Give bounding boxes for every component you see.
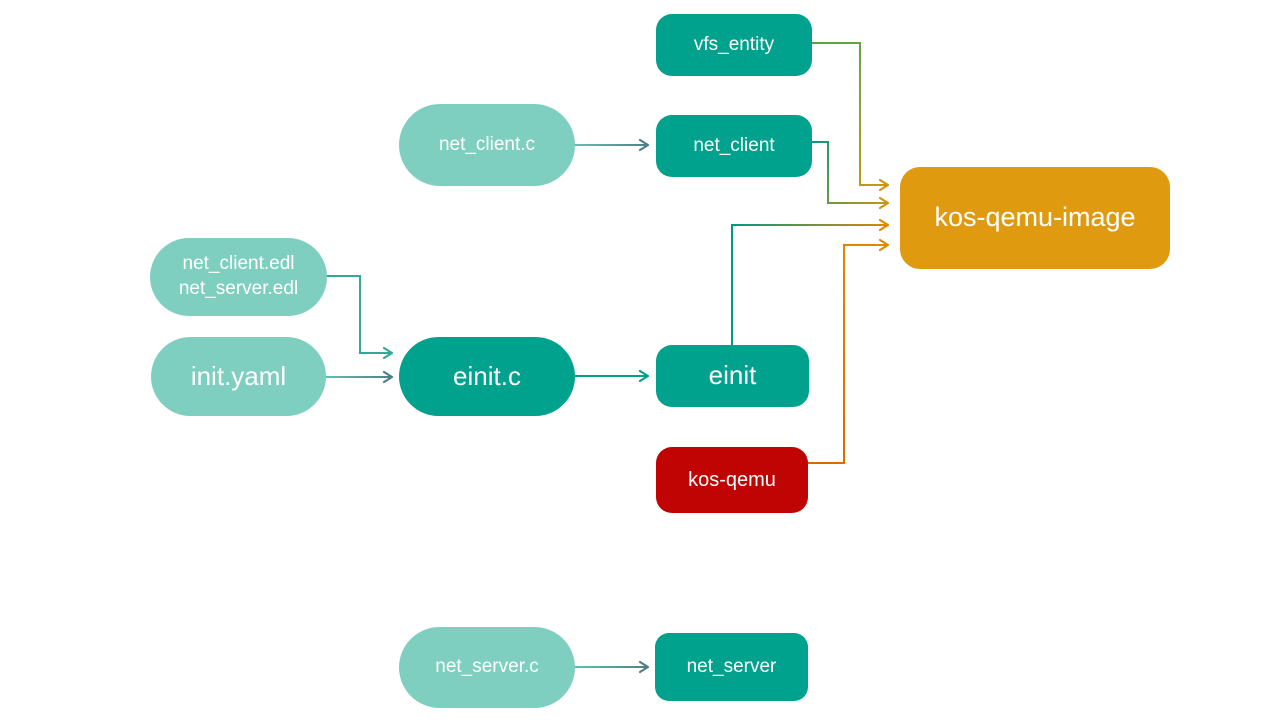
node-label: net_client	[693, 134, 775, 156]
node-net-client-c: net_client.c	[399, 104, 575, 186]
node-label-line1: net_client.edl	[182, 253, 295, 275]
node-net-client: net_client	[656, 115, 812, 177]
edge-edl-to-einit-c	[325, 275, 394, 360]
node-init-yaml: init.yaml	[151, 337, 326, 416]
edge-kos-qemu-to-kos-qemu-image	[806, 238, 890, 464]
node-label: net_client.c	[438, 133, 536, 155]
node-einit: einit	[656, 345, 809, 407]
node-label: kos-qemu	[688, 469, 776, 491]
node-label: kos-qemu-image	[934, 202, 1136, 233]
edge-einit-to-kos-qemu-image	[731, 218, 890, 346]
node-label: einit.c	[453, 360, 521, 391]
node-label: vfs_entity	[693, 33, 775, 55]
node-label-line2: net_server.edl	[178, 278, 299, 299]
node-kos-qemu-image: kos-qemu-image	[900, 167, 1170, 269]
node-kos-qemu: kos-qemu	[656, 447, 808, 513]
edge-vfs-entity-to-kos-qemu-image	[806, 42, 890, 192]
node-einit-c: einit.c	[399, 337, 575, 416]
node-label: net_server	[686, 655, 777, 677]
node-net-client-edl-net-server-edl: net_client.edl net_server.edl	[150, 238, 327, 316]
node-label: net_server.c	[435, 656, 539, 678]
node-net-server-c: net_server.c	[399, 627, 575, 708]
edge-net-client-to-kos-qemu-image	[806, 141, 890, 210]
node-net-server: net_server	[655, 633, 808, 701]
node-label: einit	[708, 360, 757, 391]
node-vfs-entity: vfs_entity	[656, 14, 812, 76]
node-label: init.yaml	[190, 360, 287, 391]
